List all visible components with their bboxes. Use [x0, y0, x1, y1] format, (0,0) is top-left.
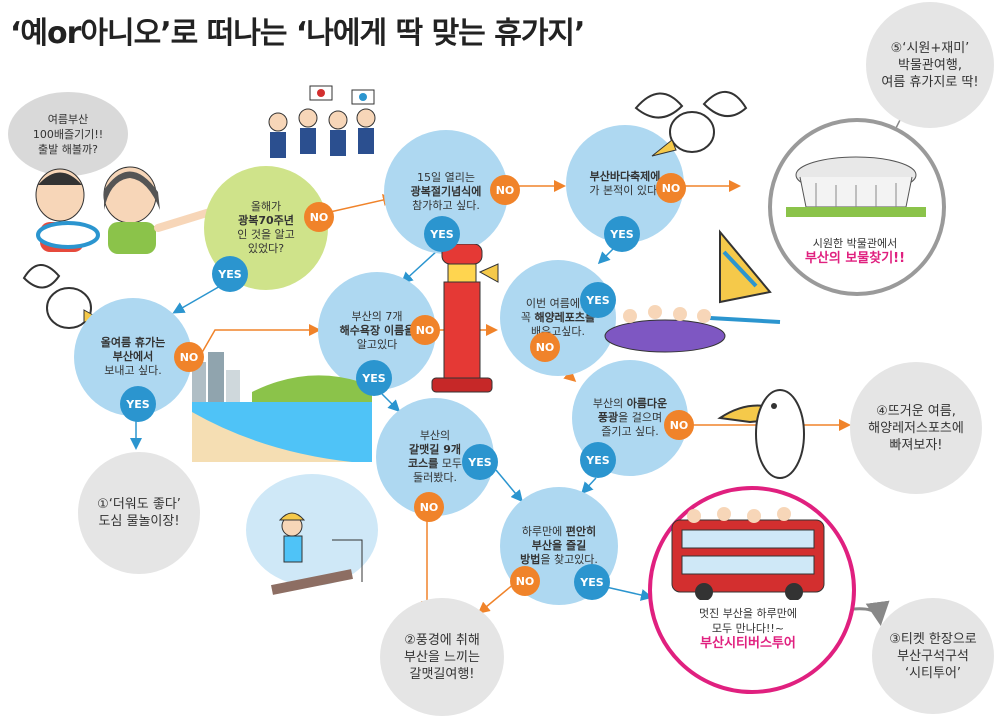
seagull-standing-illustration — [717, 389, 805, 479]
yes-badge: YES — [462, 444, 498, 480]
page-title: ‘예or아니오’로 떠나는 ‘나에게 딱 맞는 휴가지’ — [10, 16, 585, 51]
yes-badge: YES — [424, 216, 460, 252]
yes-badge: YES — [604, 216, 640, 252]
arrow-beaches-yes — [381, 393, 401, 413]
no-badge: NO — [510, 566, 540, 596]
arrow-vacation-no — [199, 324, 321, 357]
rafting-illustration — [604, 305, 726, 353]
no-badge: NO — [174, 342, 204, 372]
no-badge: NO — [656, 173, 686, 203]
yes-badge: YES — [356, 360, 392, 396]
arrow-liberation-yes — [400, 249, 439, 285]
city-tour-bus-illustration — [671, 507, 825, 600]
windsurfer-illustration — [709, 229, 781, 324]
arrow-start-no — [329, 194, 395, 213]
arrow-start-yes — [172, 284, 223, 314]
couple-illustration — [35, 166, 214, 254]
no-badge: NO — [490, 175, 520, 205]
no-badge: NO — [664, 410, 694, 440]
arrow-oneday-yes — [605, 586, 653, 601]
lighthouse-illustration — [431, 244, 499, 393]
seagull-flying-illustration — [634, 91, 748, 157]
arrow-scenery-yes — [580, 477, 597, 495]
result-museum-trip: ⑤‘시원+재미’박물관여행,여름 휴가지로 딱! — [866, 2, 994, 128]
arrow-oneday-no — [477, 582, 516, 614]
no-badge: NO — [304, 202, 334, 232]
yes-badge: YES — [212, 256, 248, 292]
hiker-illustration — [246, 474, 378, 595]
result-water-park: ①‘더워도 좋다’도심 물놀이장! — [78, 452, 200, 574]
yes-badge: YES — [120, 386, 156, 422]
yes-badge: YES — [580, 282, 616, 318]
museum-building-illustration — [786, 156, 926, 217]
yes-badge: YES — [574, 564, 610, 600]
no-badge: NO — [410, 315, 440, 345]
arrow-galmaetgil-yes — [495, 469, 523, 503]
no-badge: NO — [530, 332, 560, 362]
no-badge: NO — [414, 492, 444, 522]
crowd-with-flags-illustration — [268, 85, 376, 158]
beach-city-illustration — [192, 352, 372, 462]
yes-badge: YES — [580, 442, 616, 478]
